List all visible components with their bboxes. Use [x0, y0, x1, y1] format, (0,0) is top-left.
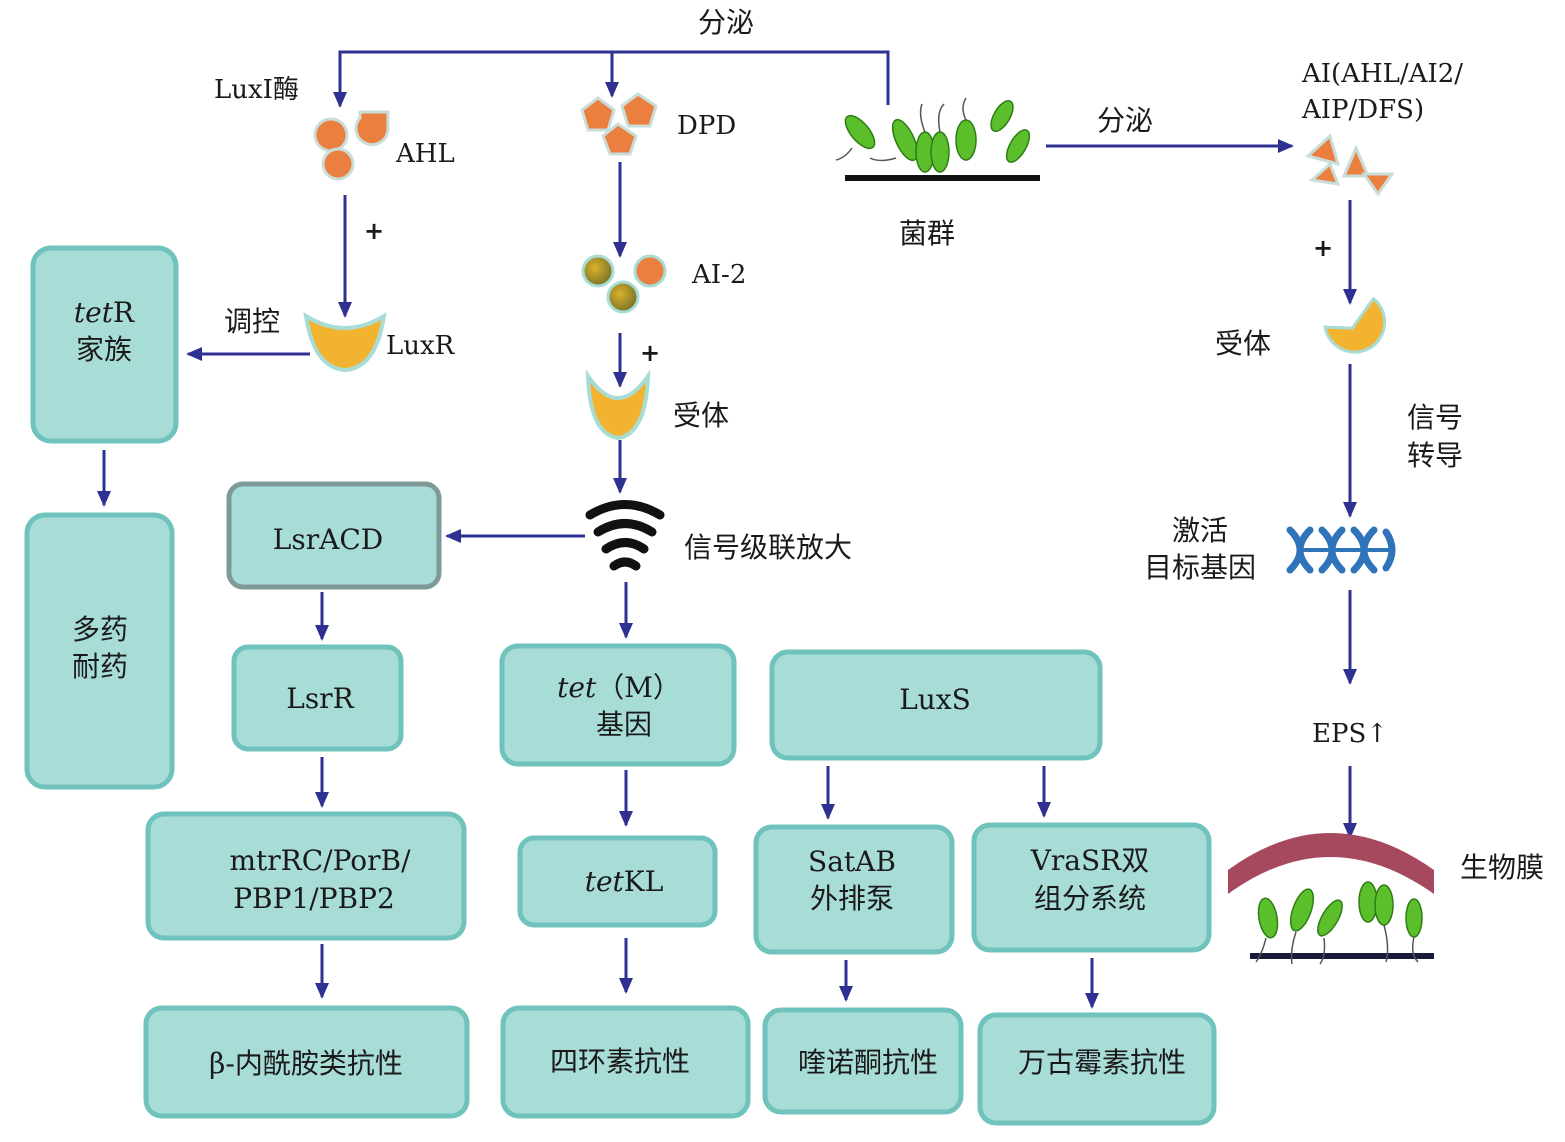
lsrr-label: LsrR [286, 682, 354, 715]
secretion-bracket-arrows [333, 50, 890, 108]
receptor-label-right: 受体 [1215, 327, 1271, 360]
mtrrc-label-line2: PBP1/PBP2 [233, 882, 395, 915]
quinolone-resistance-box [762, 1007, 964, 1115]
plus-sign-ai2: + [640, 339, 660, 367]
luxr-receptor-icon [303, 312, 387, 373]
lsracd-box [226, 481, 442, 590]
mtrrc-box [145, 811, 467, 941]
satab-label-line1: SatAB [808, 845, 896, 878]
colony-label: 菌群 [899, 217, 955, 250]
eps-label: EPS↑ [1312, 719, 1388, 749]
tetr-family-label: 家族 [76, 333, 132, 366]
vancomycin-label: 万古霉素抗性 [1018, 1046, 1186, 1079]
beta-lactam-label: β-内酰胺类抗性 [209, 1047, 403, 1080]
dpd-molecules-icon [580, 92, 658, 156]
satab-box [753, 824, 955, 955]
ahl-label: AHL [395, 139, 455, 169]
signal-transduction-label-line1: 信号 [1407, 401, 1463, 434]
vancomycin-resistance-box [977, 1012, 1217, 1126]
tetm-gene-label: 基因 [596, 708, 652, 741]
beta-lactam-resistance-box [143, 1005, 470, 1119]
secrete-label-top: 分泌 [698, 6, 754, 39]
ai2-label: AI-2 [691, 260, 746, 290]
luxr-label: LuxR [386, 331, 456, 361]
lsracd-label: LsrACD [273, 523, 383, 556]
luxs-label: LuxS [899, 683, 971, 716]
biofilm-icon [1228, 833, 1434, 965]
ahl-molecules-icon [313, 110, 390, 181]
biofilm-label: 生物膜 [1460, 851, 1544, 884]
lsrr-box [231, 644, 404, 752]
tetr-label: tetR [74, 296, 135, 329]
multidrug-resistance-box [24, 512, 175, 790]
multidrug-label-line1: 多药 [72, 613, 128, 646]
dna-helix-icon [1286, 526, 1396, 574]
vrasr-label-line2: 组分系统 [1034, 882, 1146, 915]
tetkl-box [517, 835, 718, 928]
dpd-label: DPD [677, 111, 736, 141]
signal-cascade-icon [585, 500, 665, 571]
quinolone-label: 喹诺酮抗性 [798, 1046, 938, 1079]
tetkl-label: tetKL [585, 865, 664, 898]
receptor-label-mid: 受体 [673, 399, 729, 432]
tetracycline-resistance-box [500, 1005, 751, 1119]
autoinducer-molecules-icon [1304, 133, 1395, 197]
signal-transduction-label-line2: 转导 [1407, 439, 1463, 472]
bacteria-colony-icon [835, 97, 1040, 181]
satab-label-line2: 外排泵 [810, 882, 894, 915]
ai2-receptor-icon [585, 369, 651, 441]
ai-types-label-line1: AI(AHL/AI2/ [1301, 59, 1463, 89]
mtrrc-label-line1: mtrRC/PorB/ [229, 844, 411, 877]
activate-label-line2: 目标基因 [1144, 551, 1256, 584]
tetm-gene-box [499, 643, 737, 767]
tetr-family-box [30, 245, 179, 444]
regulate-label: 调控 [224, 305, 280, 338]
tetm-label: tet（M） [557, 671, 681, 704]
plus-sign-ahl: + [364, 217, 384, 245]
tetracycline-label: 四环素抗性 [550, 1045, 690, 1078]
activate-label-line1: 激活 [1172, 514, 1228, 547]
secrete-label-right: 分泌 [1097, 104, 1153, 137]
signal-amplification-label: 信号级联放大 [684, 531, 852, 564]
ai-types-label-line2: AIP/DFS) [1301, 95, 1424, 125]
luxs-box [769, 649, 1103, 761]
vrasr-label-line1: VraSR双 [1030, 844, 1150, 877]
vrasr-box [971, 822, 1212, 953]
right-receptor-icon [1323, 296, 1387, 354]
ai2-molecules-icon [581, 254, 667, 314]
luxi-enzyme-label: LuxI酶 [214, 75, 299, 105]
multidrug-label-line2: 耐药 [72, 650, 128, 683]
plus-sign-right: + [1313, 234, 1333, 262]
